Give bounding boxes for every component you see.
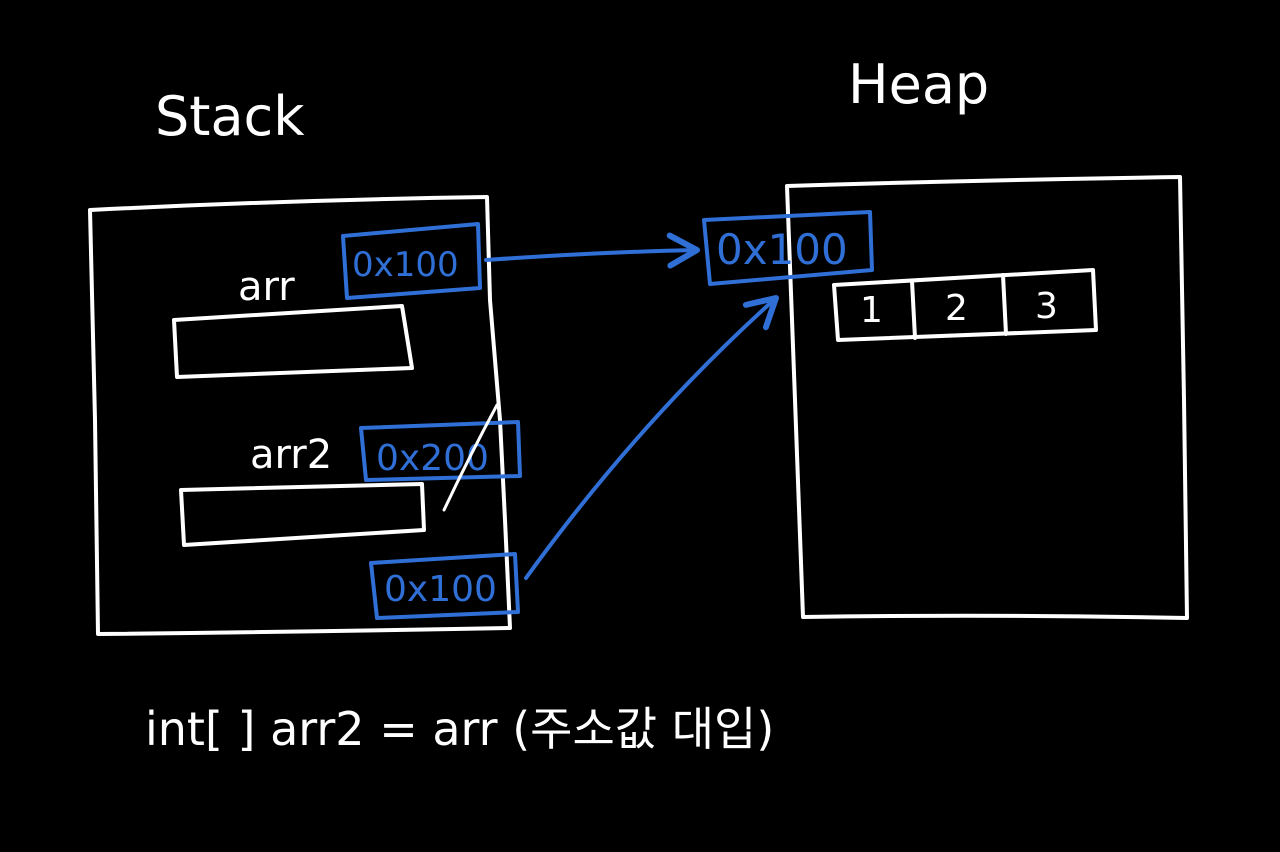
- array-divider-2: [1001, 273, 1008, 336]
- arr2-old-address-text: 0x200: [376, 438, 489, 479]
- arr2-pointer-arrow: [524, 295, 779, 580]
- stack-frame: [88, 195, 512, 636]
- array-cell-2: 2: [945, 288, 968, 329]
- arr-label: arr: [238, 264, 295, 310]
- arr2-new-address-text: 0x100: [384, 569, 497, 610]
- caption: int[ ] arr2 = arr (주소값 대입): [145, 702, 774, 756]
- heap-array: [832, 268, 1098, 342]
- arr2-old-address-box: [359, 420, 522, 482]
- arr2-label: arr2: [250, 432, 332, 478]
- array-cell-3: 3: [1035, 286, 1058, 327]
- heap-frame: [785, 175, 1189, 620]
- arr-address-box: [341, 222, 482, 300]
- heap-address-box: [702, 210, 874, 286]
- strike-through-line: [442, 403, 499, 512]
- arr-slot: [172, 304, 414, 379]
- stack-title: Stack: [155, 85, 305, 148]
- arr-address-text: 0x100: [352, 245, 459, 285]
- array-divider-1: [910, 279, 917, 340]
- arr2-new-address-box: [369, 552, 520, 620]
- heap-title: Heap: [848, 53, 989, 116]
- heap-address-text: 0x100: [716, 225, 848, 274]
- arr-pointer-arrow: [484, 232, 700, 269]
- array-cell-1: 1: [860, 290, 883, 331]
- arr2-slot: [179, 482, 426, 547]
